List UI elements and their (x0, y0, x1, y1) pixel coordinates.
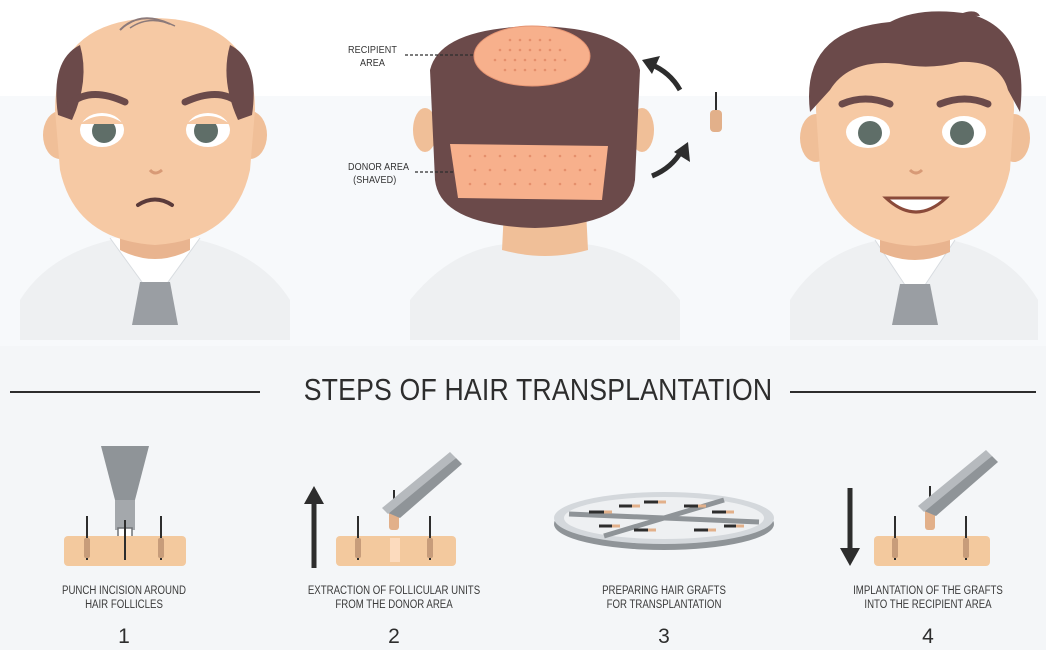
balding-man-illustration (10, 0, 300, 340)
step-4-number: 4 (808, 626, 1046, 648)
step-4: IMPLANTATION OF THE GRAFTS INTO THE RECI… (808, 428, 1046, 650)
step-3-caption: PREPARING HAIR GRAFTS FOR TRANSPLANTATIO… (563, 584, 765, 612)
implantation-illustration (808, 428, 1046, 578)
man-with-hair-illustration (780, 0, 1046, 340)
step-2-number: 2 (274, 626, 514, 648)
step-2-caption: EXTRACTION OF FOLLICULAR UNITS FROM THE … (293, 584, 495, 612)
title-rule-left (10, 391, 260, 393)
step-3: PREPARING HAIR GRAFTS FOR TRANSPLANTATIO… (544, 428, 784, 650)
title-rule-right (790, 391, 1036, 393)
title-row: STEPS OF HAIR TRANSPLANTATION (0, 372, 1046, 412)
step-1-number: 1 (4, 626, 244, 648)
petri-dish-illustration (544, 428, 784, 578)
donor-area-label: DONOR AREA (SHAVED) (348, 161, 409, 187)
punch-tool-illustration (4, 428, 244, 578)
step-4-caption: IMPLANTATION OF THE GRAFTS INTO THE RECI… (827, 584, 1029, 612)
step-3-number: 3 (544, 626, 784, 648)
extraction-illustration (274, 428, 514, 578)
step-1-caption: PUNCH INCISION AROUND HAIR FOLLICLES (23, 584, 225, 612)
step-2: EXTRACTION OF FOLLICULAR UNITS FROM THE … (274, 428, 514, 650)
step-1: PUNCH INCISION AROUND HAIR FOLLICLES 1 (4, 428, 244, 650)
recipient-area-label: RECIPIENT AREA (348, 44, 397, 70)
page-title: STEPS OF HAIR TRANSPLANTATION (304, 372, 743, 408)
